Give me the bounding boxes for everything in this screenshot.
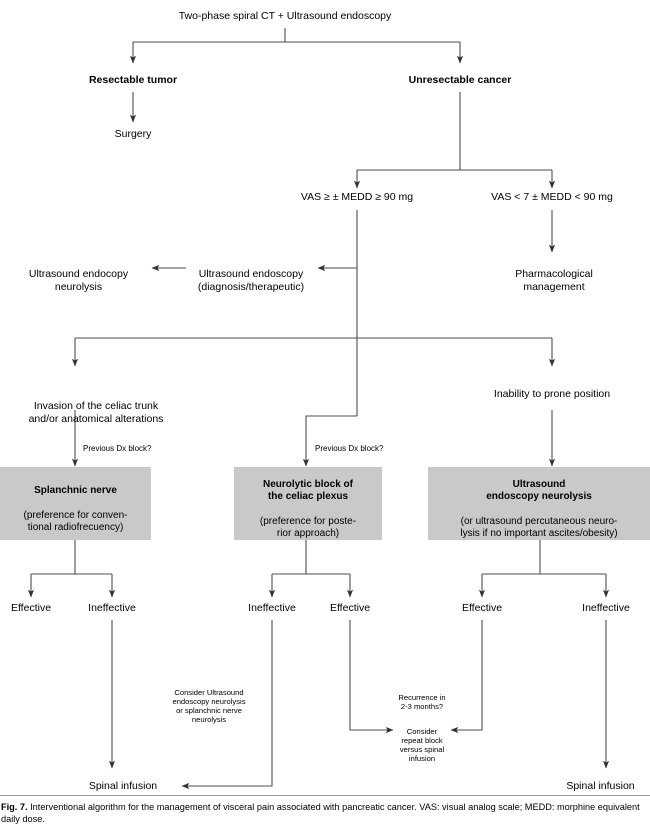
- label-previous-dx-block-mid: Previous Dx block?: [315, 444, 410, 453]
- figure-caption-text: Interventional algorithm for the managem…: [1, 802, 640, 825]
- node-ultrasound-endocopy-neurolysis: Ultrasound endocopy neurolysis: [6, 256, 151, 293]
- node-vas-high: VAS ≥ ± MEDD ≥ 90 mg: [267, 191, 447, 203]
- label-previous-dx-block-mid-text: Previous Dx block?: [315, 444, 384, 453]
- node-resectable-tumor: Resectable tumor: [58, 74, 208, 86]
- node-invasion-celiac-trunk-label: Invasion of the celiac trunk and/or anat…: [28, 400, 164, 425]
- outcome-right-effective: Effective: [451, 602, 513, 614]
- node-surgery: Surgery: [83, 128, 183, 140]
- node-pharmacological-management: Pharmacological management: [484, 256, 624, 293]
- box-splanchnic-nerve-detail: (preference for conven- tional radiofrec…: [23, 509, 128, 533]
- caption-divider: [0, 795, 650, 796]
- outcome-mid-ineffective: Ineffective: [236, 602, 308, 614]
- node-unresectable-cancer-label: Unresectable cancer: [408, 74, 512, 86]
- node-invasion-celiac-trunk: Invasion of the celiac trunk and/or anat…: [0, 388, 192, 425]
- note-recurrence-text: Recurrence in 2-3 months?: [398, 692, 446, 711]
- box-ultrasound-endoscopy-neurolysis-title: Ultrasound endoscopy neurolysis: [486, 479, 592, 503]
- outcome-mid-effective-label: Effective: [329, 602, 371, 614]
- outcome-right-effective-label: Effective: [461, 602, 503, 614]
- node-vas-low-label: VAS < 7 ± MEDD < 90 mg: [491, 191, 613, 203]
- node-inability-prone-position: Inability to prone position: [462, 388, 642, 400]
- box-ultrasound-endoscopy-neurolysis[interactable]: Ultrasound endoscopy neurolysis (or ultr…: [428, 467, 650, 540]
- node-root: Two-phase spiral CT + Ultrasound endosco…: [150, 10, 420, 22]
- figure-caption: Fig. 7. Interventional algorithm for the…: [0, 795, 650, 826]
- node-spinal-infusion-right-label: Spinal infusion: [566, 780, 635, 792]
- node-root-label: Two-phase spiral CT + Ultrasound endosco…: [178, 10, 392, 22]
- node-pharmacological-management-label: Pharmacological management: [515, 268, 593, 293]
- note-consider-repeat-block: Consider repeat block versus spinal infu…: [387, 719, 457, 764]
- note-consider-ultrasound-neurolysis: Consider Ultrasound endoscopy neurolysis…: [145, 680, 273, 725]
- outcome-left-ineffective-label: Ineffective: [88, 602, 136, 614]
- node-resectable-tumor-label: Resectable tumor: [88, 74, 178, 86]
- label-previous-dx-block-left: Previous Dx block?: [83, 444, 178, 453]
- outcome-left-effective-label: Effective: [10, 602, 52, 614]
- node-surgery-label: Surgery: [114, 128, 152, 140]
- box-splanchnic-nerve-title: Splanchnic nerve: [34, 485, 117, 497]
- node-ultrasound-endoscopy-diagnostic: Ultrasound endoscopy (diagnosis/therapeu…: [181, 256, 321, 293]
- label-previous-dx-block-left-text: Previous Dx block?: [83, 444, 152, 453]
- node-spinal-infusion-left: Spinal infusion: [68, 780, 178, 792]
- outcome-mid-effective: Effective: [319, 602, 381, 614]
- outcome-right-ineffective-label: Ineffective: [582, 602, 630, 614]
- box-neurolytic-block-celiac-plexus-detail: (preference for poste- rior approach): [259, 515, 357, 539]
- node-vas-high-label: VAS ≥ ± MEDD ≥ 90 mg: [300, 191, 414, 203]
- outcome-left-ineffective: Ineffective: [76, 602, 148, 614]
- node-spinal-infusion-right: Spinal infusion: [553, 780, 648, 792]
- box-neurolytic-block-celiac-plexus-title: Neurolytic block of the celiac plexus: [262, 479, 353, 503]
- note-consider-repeat-block-text: Consider repeat block versus spinal infu…: [399, 726, 445, 763]
- figure-number: Fig. 7.: [1, 802, 28, 812]
- outcome-left-effective: Effective: [0, 602, 62, 614]
- outcome-right-ineffective: Ineffective: [570, 602, 642, 614]
- node-vas-low: VAS < 7 ± MEDD < 90 mg: [462, 191, 642, 203]
- node-inability-prone-position-label: Inability to prone position: [493, 388, 611, 400]
- note-consider-ultrasound-neurolysis-text: Consider Ultrasound endoscopy neurolysis…: [172, 687, 246, 724]
- node-ultrasound-endocopy-neurolysis-label: Ultrasound endocopy neurolysis: [28, 268, 129, 293]
- node-ultrasound-endoscopy-diagnostic-label: Ultrasound endoscopy (diagnosis/therapeu…: [197, 268, 305, 293]
- node-spinal-infusion-left-label: Spinal infusion: [88, 780, 158, 792]
- note-recurrence: Recurrence in 2-3 months?: [372, 685, 472, 712]
- node-unresectable-cancer: Unresectable cancer: [380, 74, 540, 86]
- box-splanchnic-nerve[interactable]: Splanchnic nerve (preference for conven-…: [0, 467, 151, 540]
- outcome-mid-ineffective-label: Ineffective: [248, 602, 296, 614]
- box-neurolytic-block-celiac-plexus[interactable]: Neurolytic block of the celiac plexus (p…: [234, 467, 382, 540]
- box-ultrasound-endoscopy-neurolysis-detail: (or ultrasound percutaneous neuro- lysis…: [460, 515, 618, 539]
